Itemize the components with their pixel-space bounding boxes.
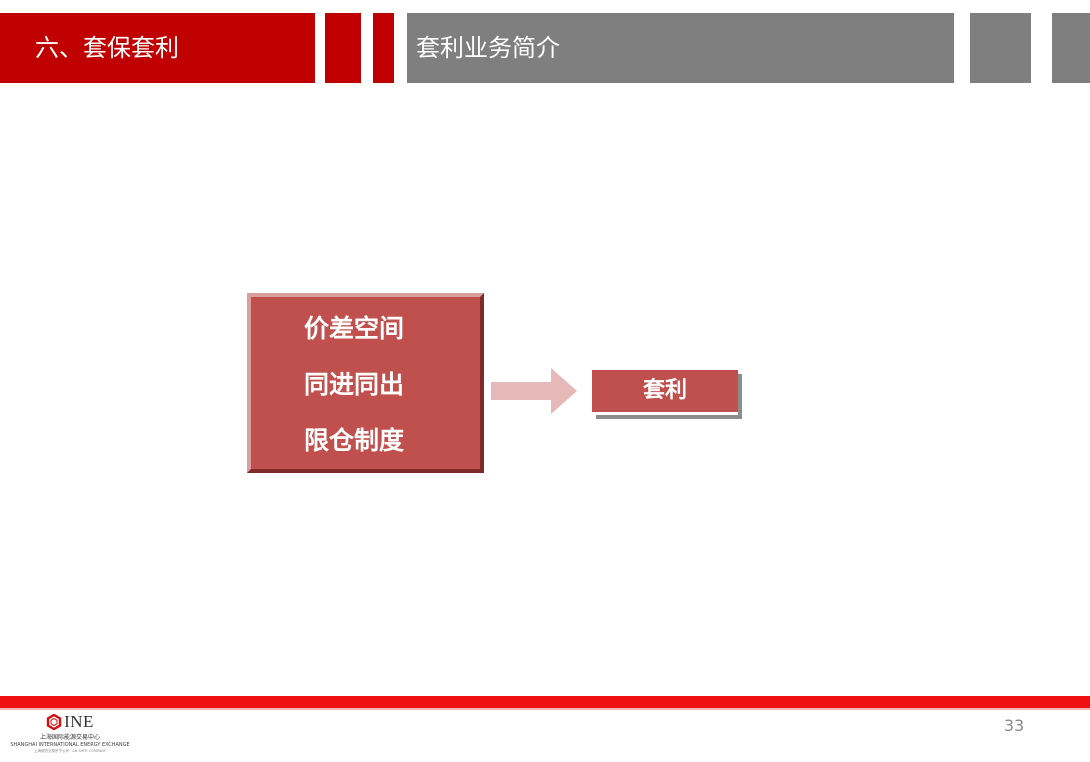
condition-item: 限仓制度 — [304, 426, 405, 455]
result-box: 套利 — [592, 370, 738, 415]
decor-block-gray-2 — [1052, 13, 1090, 83]
decor-block-gray-1 — [970, 13, 1031, 83]
ine-logo: INE 上海国际能源交易中心 SHANGHAI INTERNATIONAL EN… — [8, 712, 132, 758]
logo-subtitle: 上海期货交易所子公司 · AN SHFE COMPANY — [34, 749, 106, 753]
condition-item: 同进同出 — [304, 370, 405, 399]
logo-chinese-name: 上海国际能源交易中心 — [39, 734, 100, 741]
ine-emblem-icon — [46, 714, 62, 730]
decor-block-red-2 — [373, 13, 394, 83]
topic-banner: 套利业务简介 — [407, 13, 954, 83]
conditions-box: 价差空间 同进同出 限仓制度 — [247, 293, 484, 473]
decor-block-red-1 — [325, 13, 361, 83]
footer-divider-shadow — [0, 708, 1090, 710]
topic-title: 套利业务简介 — [416, 34, 560, 62]
footer-divider — [0, 696, 1090, 708]
right-arrow-icon — [491, 368, 577, 414]
section-banner: 六、套保套利 — [0, 13, 315, 83]
logo-english-name: SHANGHAI INTERNATIONAL ENERGY EXCHANGE — [10, 742, 130, 748]
page-number: 33 — [1003, 716, 1025, 735]
section-title: 六、套保套利 — [35, 34, 179, 62]
logo-text: INE — [64, 712, 94, 731]
condition-item: 价差空间 — [304, 314, 405, 343]
